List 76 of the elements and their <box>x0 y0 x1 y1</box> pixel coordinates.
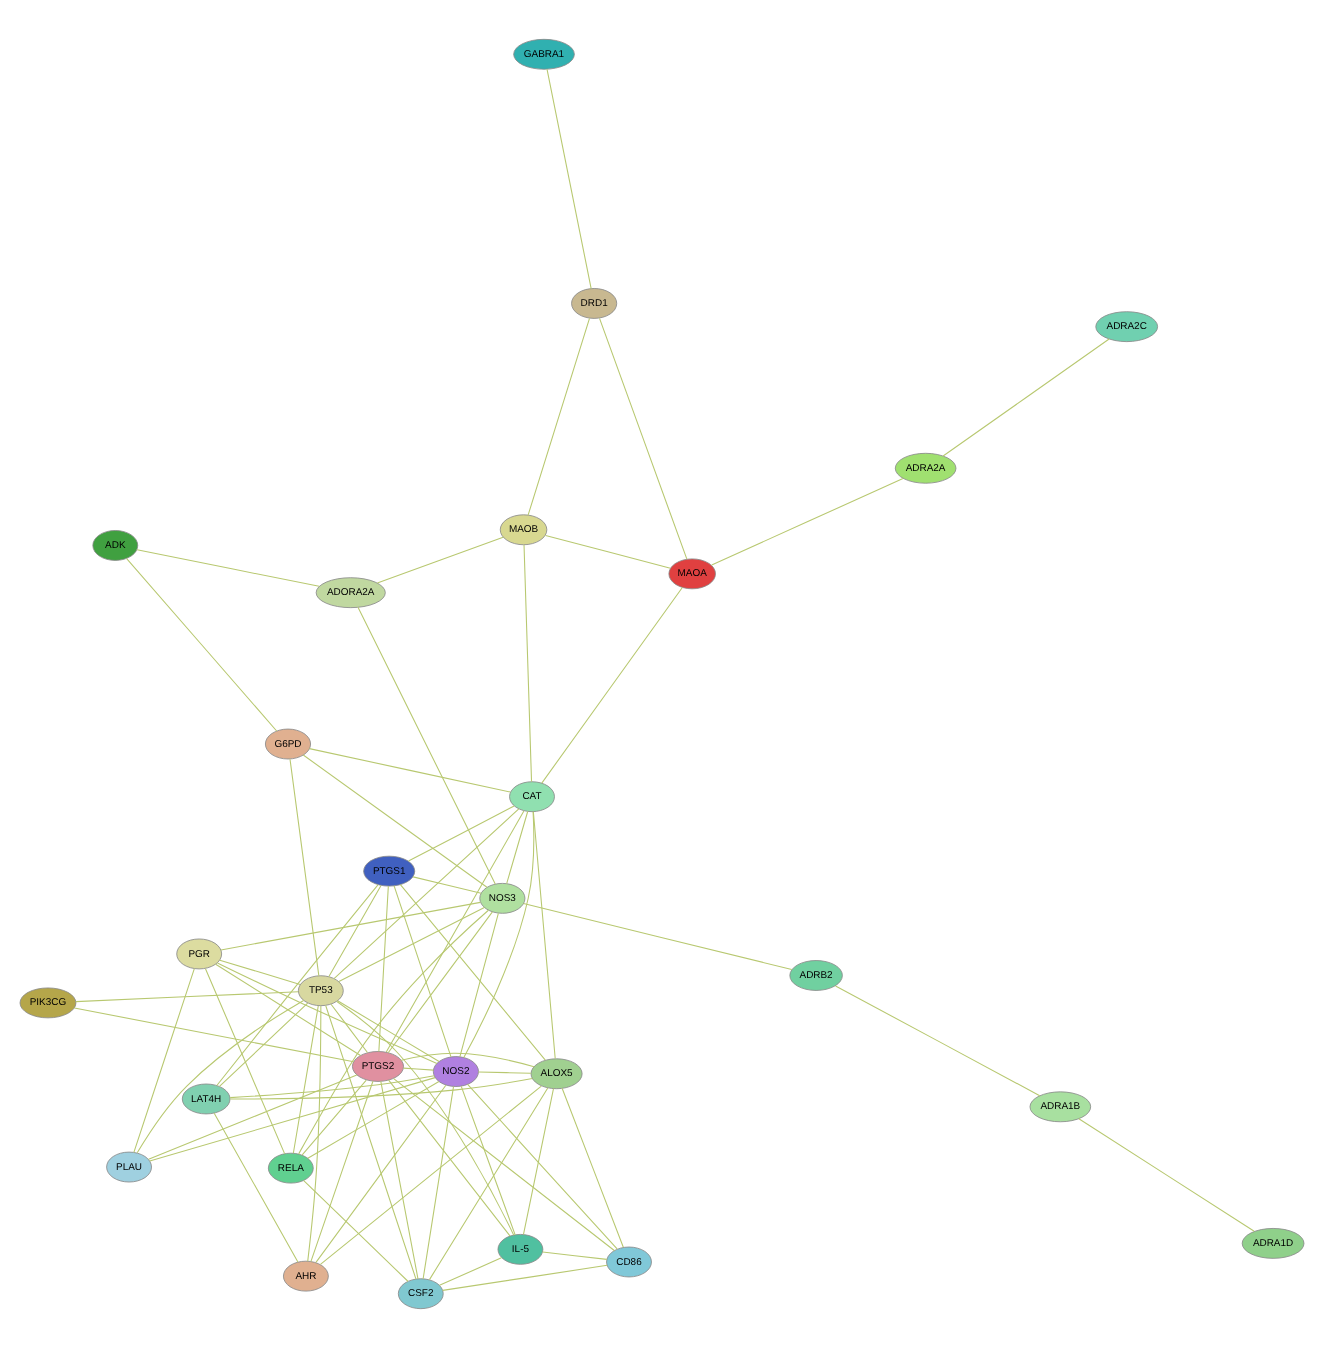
connector <box>216 884 379 1087</box>
connector <box>542 1251 608 1260</box>
connector <box>399 884 546 1061</box>
connector <box>393 1078 615 1252</box>
connector <box>523 903 793 971</box>
connector <box>310 1080 374 1262</box>
connector <box>393 885 452 1058</box>
connector <box>388 1079 511 1237</box>
connector <box>412 876 482 894</box>
connector <box>213 1112 299 1263</box>
connector <box>380 1080 419 1280</box>
connector <box>136 549 320 587</box>
connector <box>835 985 1041 1097</box>
connector <box>407 805 515 862</box>
connector <box>378 885 389 1052</box>
connector <box>301 1079 367 1156</box>
connector <box>73 1007 355 1063</box>
connector <box>333 808 520 980</box>
connector <box>136 999 305 1154</box>
connector <box>1078 1118 1255 1232</box>
connector <box>527 317 591 516</box>
connector <box>460 1085 516 1236</box>
connector <box>357 606 496 885</box>
connector <box>307 1005 322 1262</box>
connector <box>599 317 688 560</box>
connector <box>302 754 488 888</box>
connector <box>338 906 485 983</box>
connector <box>387 911 493 1054</box>
connector <box>330 1003 368 1054</box>
connector <box>546 68 592 290</box>
connector <box>438 1257 502 1286</box>
connector <box>289 758 320 977</box>
connector <box>477 1071 532 1074</box>
connector <box>149 1077 436 1162</box>
connector <box>522 1088 555 1235</box>
connector <box>532 811 556 1059</box>
connector <box>292 1005 319 1154</box>
connector <box>442 1264 608 1291</box>
connector <box>376 536 504 584</box>
connector <box>428 1087 549 1281</box>
connector <box>216 962 438 1064</box>
connector <box>459 912 499 1058</box>
connector <box>325 1004 417 1280</box>
connector <box>337 1000 440 1062</box>
connector <box>229 1077 533 1100</box>
connector <box>133 968 195 1153</box>
connector <box>336 1000 515 1236</box>
connector <box>315 1084 447 1263</box>
connector <box>219 1002 309 1087</box>
connector <box>148 1074 358 1160</box>
connector <box>229 1075 435 1099</box>
connector <box>219 959 301 985</box>
connector <box>422 1086 455 1280</box>
connector <box>204 968 286 1155</box>
connector <box>220 901 481 951</box>
connector <box>523 544 533 783</box>
connector <box>308 748 511 793</box>
connector <box>463 811 535 1059</box>
connector <box>385 810 525 1053</box>
connector <box>400 1052 535 1068</box>
connector <box>126 558 278 732</box>
connector <box>467 1083 618 1250</box>
connector <box>545 535 671 569</box>
connector <box>402 1067 435 1071</box>
connector <box>215 963 362 1056</box>
connector <box>319 1085 542 1265</box>
connector <box>303 1180 409 1282</box>
connector <box>307 1080 440 1159</box>
connector <box>541 587 683 784</box>
connector <box>328 885 382 978</box>
connector <box>506 810 529 885</box>
connector <box>711 477 904 566</box>
connector <box>298 909 489 1155</box>
connector <box>75 991 299 1003</box>
connector <box>942 338 1110 457</box>
connector <box>561 1087 624 1248</box>
